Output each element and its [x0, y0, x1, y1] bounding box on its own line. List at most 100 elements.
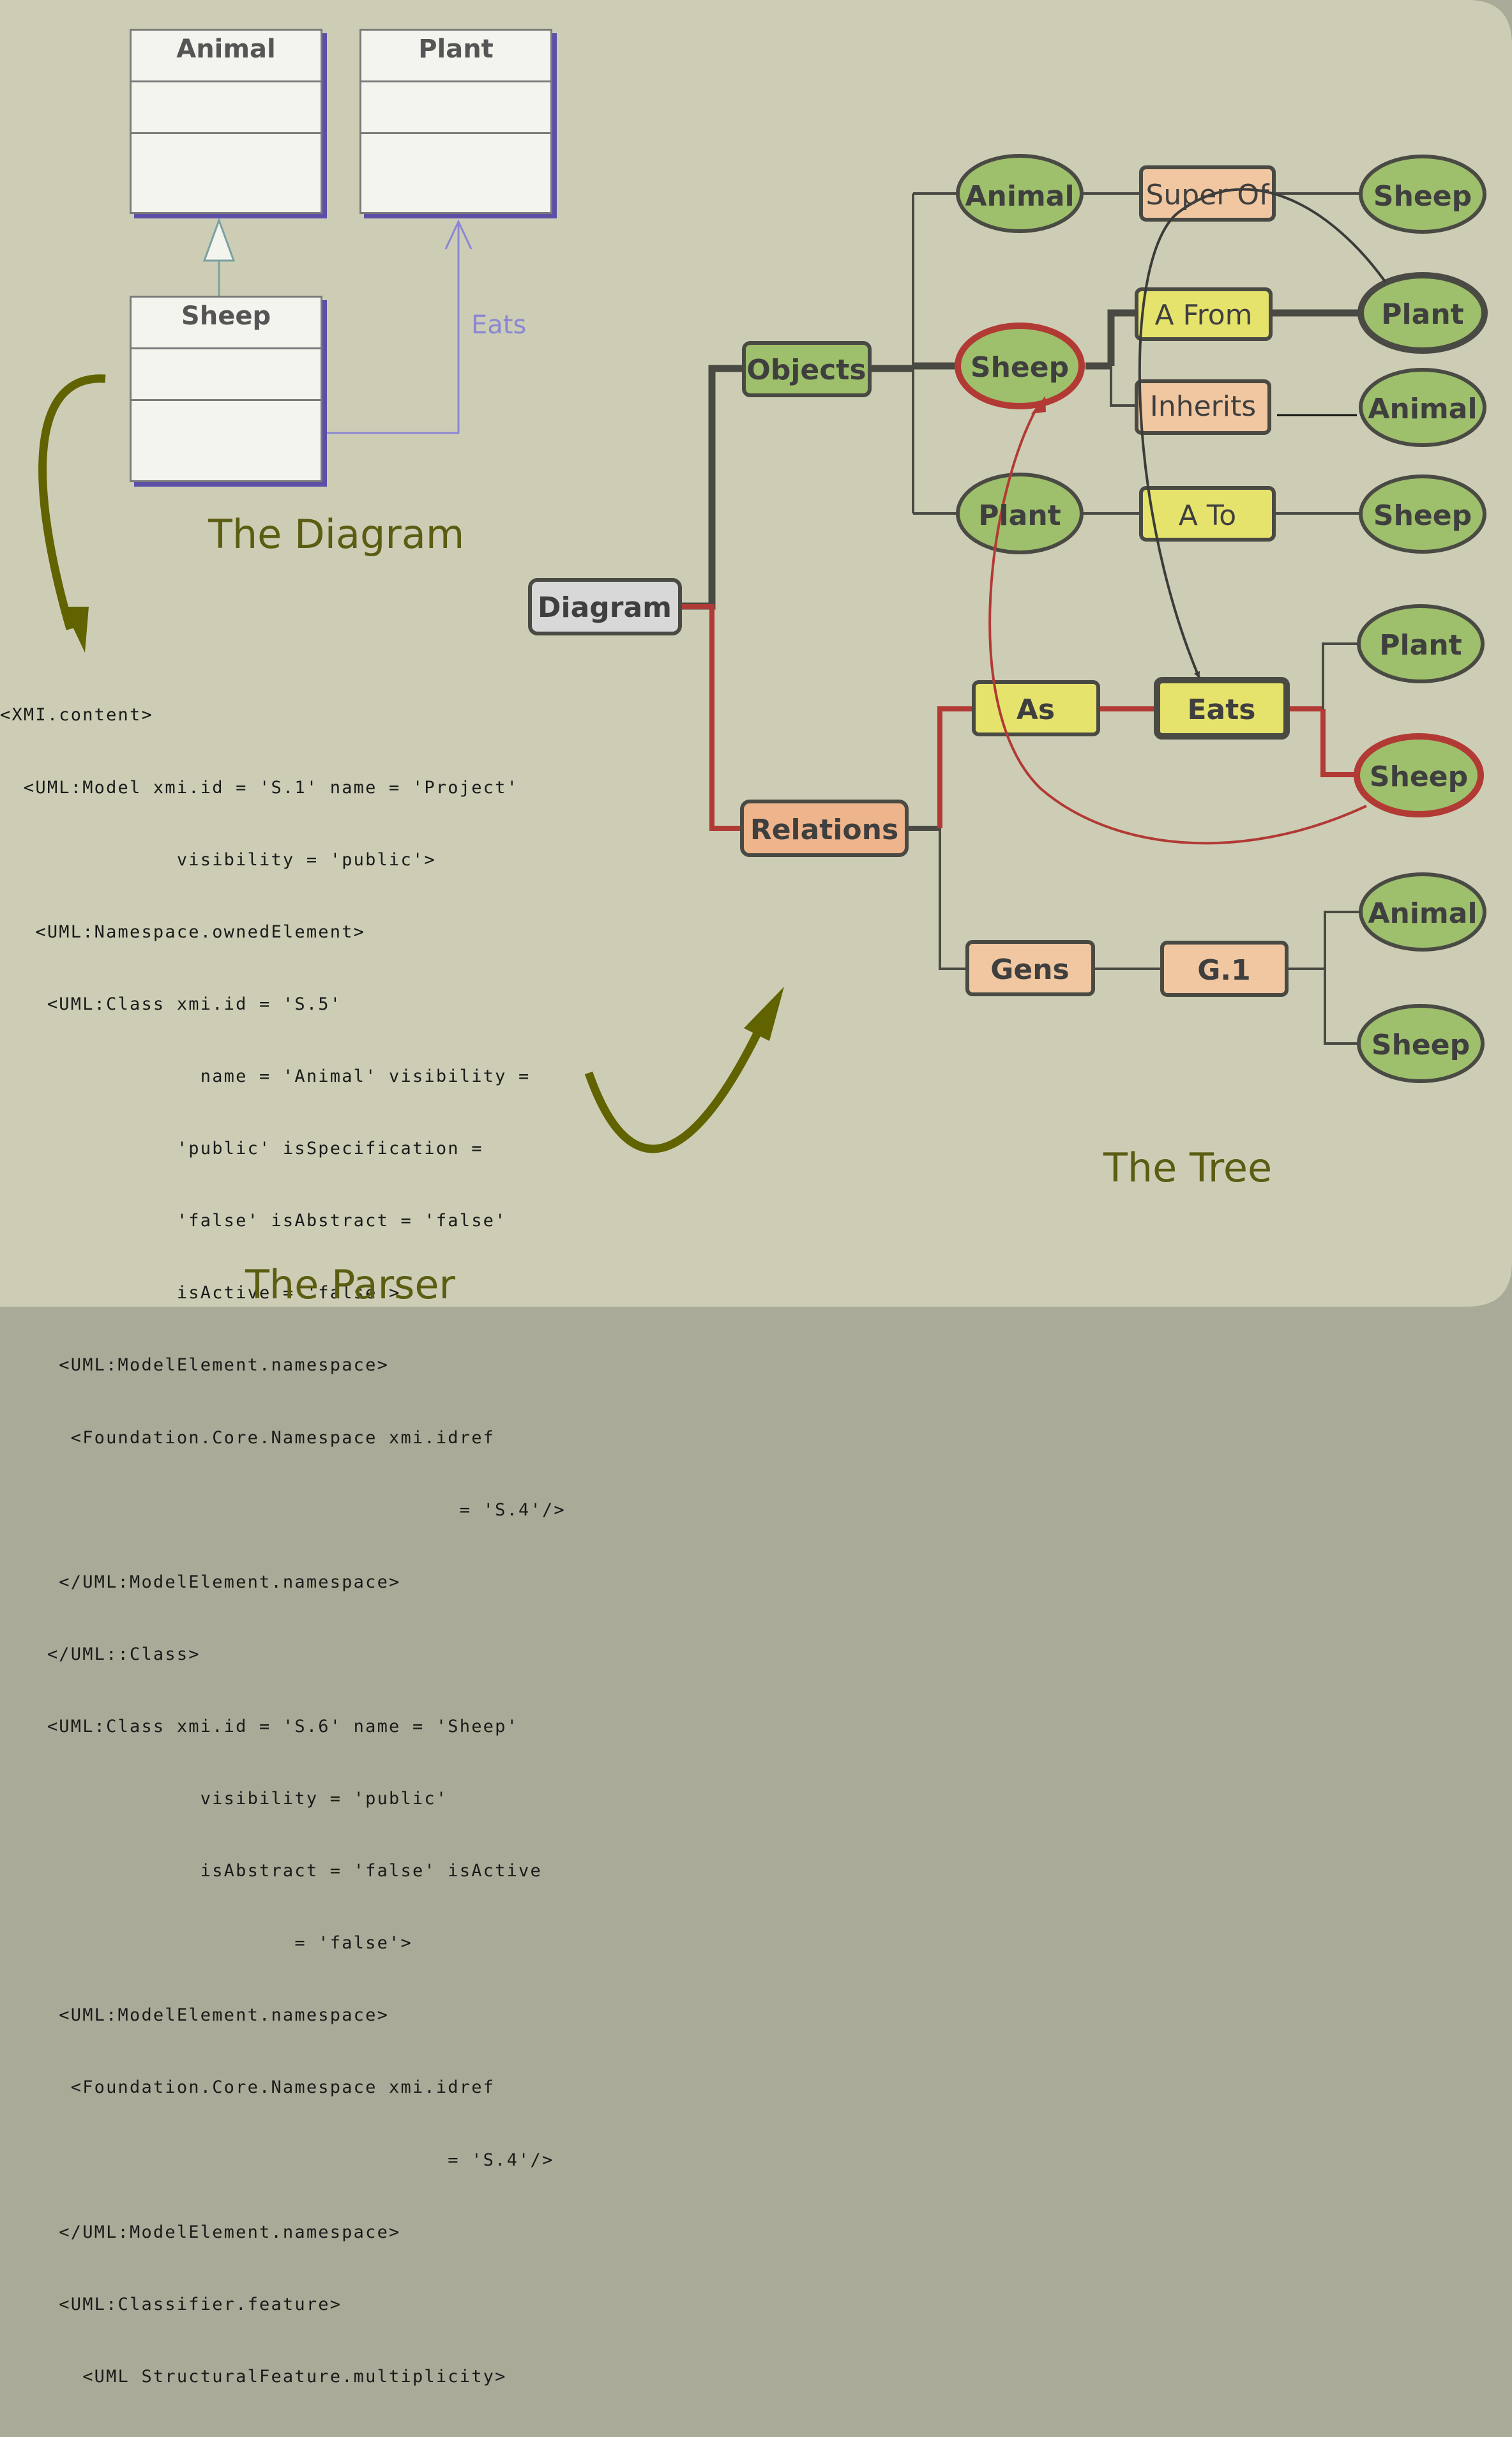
- xml-line: <UML:Classifier.feature>: [0, 2294, 342, 2314]
- label-leaf-sheep-3: Sheep: [1370, 761, 1468, 793]
- node-animal: [956, 154, 1084, 233]
- edge-g1-animal: [1324, 911, 1360, 969]
- xml-line: <Foundation.Core.Namespace xmi.idref: [0, 2077, 495, 2098]
- node-relations: [740, 800, 909, 857]
- label-leaf-animal-2: Animal: [1368, 897, 1477, 930]
- leaf-sheep-1: [1359, 155, 1486, 234]
- node-sheep: [955, 323, 1085, 409]
- node-afrom: [1135, 287, 1273, 341]
- uml-class-sheep-name: Sheep: [132, 298, 321, 349]
- label-leaf-plant-1: Plant: [1381, 298, 1463, 331]
- content-panel: [0, 0, 1512, 1307]
- node-ato: [1139, 486, 1276, 542]
- node-diagram: [528, 578, 682, 635]
- label-gens: Gens: [990, 953, 1069, 986]
- link-sheep-arrowhead: [1031, 396, 1046, 414]
- xml-line: </UML:ModelElement.namespace>: [0, 1572, 401, 1592]
- xml-line: <UML:Namespace.ownedElement>: [0, 922, 366, 942]
- label-inherits: Inherits: [1150, 390, 1256, 423]
- xml-line: <UML:Class xmi.id = 'S.5': [0, 994, 342, 1014]
- eats-association-line: [327, 222, 460, 434]
- leaf-plant-2: [1357, 604, 1485, 683]
- node-eats: [1154, 677, 1290, 740]
- edge-branch-inherits: [1110, 366, 1137, 407]
- leaf-sheep-3: [1354, 733, 1484, 817]
- caption-the-diagram: The Diagram: [208, 511, 465, 558]
- xml-line: 'public' isSpecification =: [0, 1139, 483, 1159]
- uml-class-plant: Plant: [359, 29, 552, 214]
- slide: Diagram Objects Relations Animal Sheep P…: [0, 0, 1512, 2387]
- label-leaf-sheep-4: Sheep: [1372, 1029, 1470, 1061]
- parser-to-tree-arrow: [584, 1026, 764, 1153]
- uml-class-animal-name: Animal: [132, 31, 321, 82]
- xml-line: 'false' isAbstract = 'false': [0, 1211, 507, 1231]
- edge-eats-sheep: [1320, 709, 1360, 777]
- leaf-animal-2: [1359, 872, 1486, 952]
- link-sheep-to-objects-sheep: [988, 400, 1367, 845]
- node-inherits: [1135, 379, 1271, 435]
- uml-class-sheep: Sheep: [130, 296, 322, 482]
- uml-class-sheep-attributes: [132, 349, 321, 401]
- caption-the-tree: The Tree: [1103, 1144, 1273, 1191]
- edge-diagram-relations: [680, 604, 744, 831]
- label-diagram: Diagram: [538, 591, 672, 624]
- generalization-arrowhead: [202, 217, 236, 262]
- xml-line: isActive = 'false'>: [0, 1283, 401, 1303]
- leaf-plant-1: [1357, 272, 1488, 354]
- uml-association-label: Eats: [471, 310, 527, 340]
- xml-line: visibility = 'public'>: [0, 849, 436, 870]
- label-sheep: Sheep: [971, 351, 1069, 384]
- uml-class-plant-name: Plant: [361, 31, 550, 82]
- label-g1: G.1: [1197, 954, 1250, 987]
- edge-eats-plant: [1322, 642, 1360, 709]
- link-superof-to-plant: [1177, 188, 1387, 284]
- eats-arrowhead: [444, 219, 472, 250]
- edge-g1-sheep: [1324, 969, 1360, 1045]
- label-as: As: [1017, 694, 1055, 726]
- xml-line: <Foundation.Core.Namespace xmi.idref: [0, 1427, 495, 1448]
- label-leaf-sheep-1: Sheep: [1373, 180, 1472, 213]
- xml-line: isAbstract = 'false' isActive: [0, 1861, 542, 1881]
- caption-the-parser: The Parser: [245, 1261, 456, 1308]
- label-ato: A To: [1179, 499, 1236, 532]
- node-g1: [1160, 941, 1289, 997]
- node-objects: [742, 341, 872, 397]
- uml-class-animal-attributes: [132, 82, 321, 134]
- link-superof-to-eats: [1138, 211, 1200, 678]
- uml-class-plant-attributes: [361, 82, 550, 134]
- leaf-sheep-2: [1359, 474, 1486, 554]
- xml-line: <UML:Class xmi.id = 'S.6' name = 'Sheep': [0, 1716, 519, 1736]
- xml-line: </UML::Class>: [0, 1644, 200, 1664]
- xml-line: <UML:Model xmi.id = 'S.1' name = 'Projec…: [0, 777, 519, 798]
- node-plant: [956, 473, 1084, 554]
- label-animal: Animal: [965, 180, 1074, 213]
- edge-relations-gens: [939, 828, 967, 970]
- xml-line: = 'false'>: [0, 1933, 412, 1954]
- parser-to-tree-arrowhead: [744, 987, 784, 1041]
- xml-line: </UML:ModelElement.namespace>: [0, 2222, 401, 2242]
- parser-xml-listing: <XMI.content> <UML:Model xmi.id = 'S.1' …: [0, 655, 566, 2437]
- xml-line: visibility = 'public': [0, 1789, 448, 1809]
- edge-branch-afrom: [1107, 309, 1137, 366]
- leaf-sheep-4: [1357, 1004, 1485, 1083]
- edge-relations-as: [937, 706, 974, 828]
- label-eats: Eats: [1188, 694, 1256, 726]
- label-leaf-sheep-2: Sheep: [1373, 499, 1472, 532]
- diagram-to-parser-arrow: [38, 374, 106, 630]
- label-leaf-plant-2: Plant: [1379, 629, 1462, 662]
- label-superof: Super Of: [1145, 179, 1270, 211]
- label-objects: Objects: [746, 354, 866, 386]
- diagram-to-parser-arrowhead: [63, 607, 89, 653]
- xml-line: <UML:ModelElement.namespace>: [0, 1355, 389, 1376]
- node-as: [972, 680, 1100, 736]
- xml-line: name = 'Animal' visibility =: [0, 1066, 531, 1086]
- uml-class-animal: Animal: [130, 29, 322, 214]
- xml-line: = 'S.4'/>: [0, 1499, 566, 1520]
- label-afrom: A From: [1154, 299, 1252, 331]
- xml-line: = 'S.4'/>: [0, 2150, 554, 2170]
- xml-line: <UML StructuralFeature.multiplicity>: [0, 2366, 507, 2387]
- xml-line: <UML:ModelElement.namespace>: [0, 2005, 389, 2026]
- label-leaf-animal-1: Animal: [1368, 393, 1477, 425]
- slide-canvas: Diagram Objects Relations Animal Sheep P…: [0, 0, 1512, 1307]
- node-gens: [965, 940, 1095, 996]
